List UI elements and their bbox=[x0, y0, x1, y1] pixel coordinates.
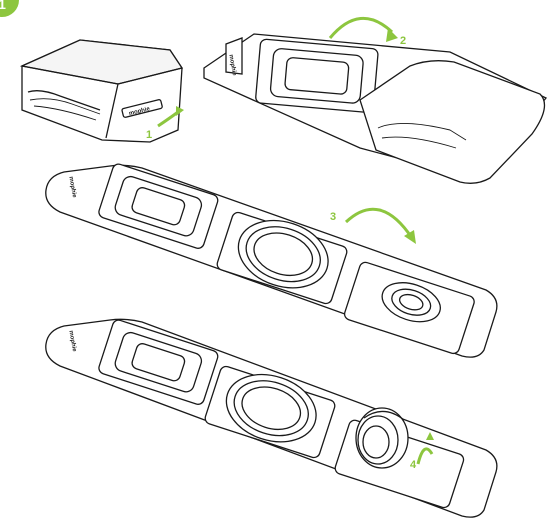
folded-charger: mophie bbox=[22, 40, 182, 142]
corner-badge: 1 bbox=[0, 0, 19, 17]
step-number: 2 bbox=[400, 35, 406, 47]
charger-watch-raised: mophie bbox=[46, 319, 497, 518]
step-number: 1 bbox=[146, 129, 152, 141]
badge-number: 1 bbox=[0, 0, 6, 12]
curved-arrow-icon bbox=[346, 209, 412, 238]
charger-unfolding: mophie bbox=[204, 34, 546, 183]
step-number: 4 bbox=[410, 459, 417, 471]
step-number: 3 bbox=[330, 211, 336, 223]
curved-arrow-icon bbox=[330, 18, 392, 38]
